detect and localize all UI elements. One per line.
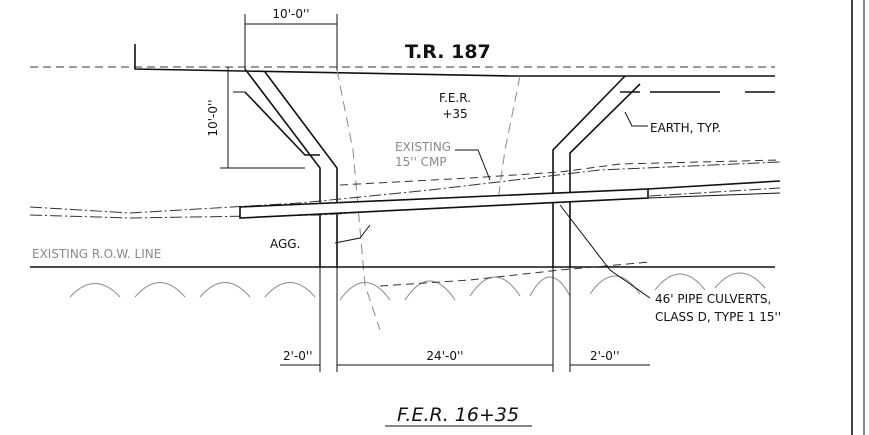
right-ditch-slope <box>552 75 641 268</box>
road-surface <box>134 44 775 93</box>
dimension-lines <box>220 14 650 372</box>
existing-cmp-label-1: EXISTING <box>395 140 451 154</box>
road-label: T.R. 187 <box>405 41 491 63</box>
agg-label: AGG. <box>270 237 300 251</box>
earth-label: EARTH, TYP. <box>650 121 721 135</box>
culvert-label-2: CLASS D, TYPE 1 15'' <box>655 310 781 324</box>
culvert-label-1: 46' PIPE CULVERTS, <box>655 292 771 306</box>
dim-left-height: 10'-0'' <box>206 99 220 136</box>
dim-right-offset: 2'-0'' <box>590 349 620 363</box>
fer-label-1: F.E.R. <box>439 91 471 105</box>
existing-cmp-outline <box>336 69 521 331</box>
dim-center: 24'-0'' <box>426 349 463 363</box>
left-ditch-slope <box>233 68 338 268</box>
drawing-title: F.E.R. 16+35 <box>397 404 519 426</box>
fer-label-2: +35 <box>442 107 467 121</box>
ground-dashed-line <box>379 261 651 287</box>
sheet-border <box>851 0 865 435</box>
dim-top-width: 10'-0'' <box>272 7 309 21</box>
earth-hatch <box>69 272 766 301</box>
existing-cmp-label-2: 15'' CMP <box>395 155 447 169</box>
pipe-culvert <box>239 180 781 219</box>
dim-left-offset: 2'-0'' <box>283 349 313 363</box>
leader-lines <box>334 111 651 299</box>
row-label: EXISTING R.O.W. LINE <box>32 247 161 261</box>
